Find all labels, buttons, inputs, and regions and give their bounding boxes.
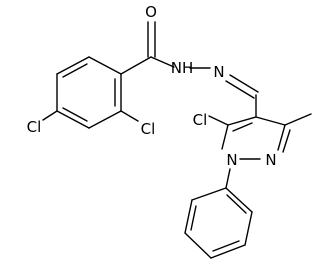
pyrazole-inner-bond xyxy=(232,122,253,132)
atom-labels: O NH N Cl Cl Cl N N xyxy=(27,3,277,169)
imine-double-bond xyxy=(229,74,259,93)
oxygen-atom-label: O xyxy=(145,3,157,21)
imine-double-bond-second xyxy=(225,80,255,99)
phenyl-ring-bond xyxy=(244,211,253,246)
benzene-ring-bond xyxy=(56,56,90,75)
phenyl-ring-bond xyxy=(225,187,253,213)
para-cl-bond xyxy=(42,110,58,121)
pyrazole-n2-label: N xyxy=(265,151,276,169)
phenyl-inner-bond xyxy=(190,205,197,231)
n-phenyl-bond xyxy=(225,168,231,189)
pyrazole-ring-bond xyxy=(227,116,257,126)
ortho-chlorine-label: Cl xyxy=(141,120,156,138)
pyrazole-chlorine-label: Cl xyxy=(193,111,208,129)
phenyl-ring-bond xyxy=(210,244,246,259)
carbonyl-ring-bond xyxy=(120,56,152,75)
phenyl-inner-bond xyxy=(212,240,240,252)
methyl-bond xyxy=(284,113,312,126)
pyrazole-cl-bond xyxy=(208,115,229,126)
amide-nh-label: NH xyxy=(171,59,194,77)
para-chlorine-label: Cl xyxy=(27,118,42,136)
phenyl-inner-bond xyxy=(226,194,247,214)
phenyl-ring-bond xyxy=(191,187,227,201)
phenyl-ring-bond xyxy=(184,199,193,234)
pyrazole-ring-bond xyxy=(282,129,291,153)
carbonyl-nh-bond xyxy=(150,56,175,68)
pyrazole-ring-bond xyxy=(255,116,286,126)
hydrazone-n-label: N xyxy=(213,63,224,81)
pyrazole-ring-bond xyxy=(277,124,286,151)
benzene-ring-bond xyxy=(88,56,122,75)
benzene-ring-bond xyxy=(56,110,90,129)
pyrazole-n1-label: N xyxy=(226,151,237,169)
bonds xyxy=(42,21,312,259)
benzene-inner-bond xyxy=(62,63,88,78)
ortho-cl-bond xyxy=(120,110,139,122)
benzene-ring-bond xyxy=(88,110,122,129)
phenyl-ring-bond xyxy=(184,232,212,259)
pyrazole-ring-bond xyxy=(221,124,229,150)
benzene-inner-bond xyxy=(62,107,88,122)
